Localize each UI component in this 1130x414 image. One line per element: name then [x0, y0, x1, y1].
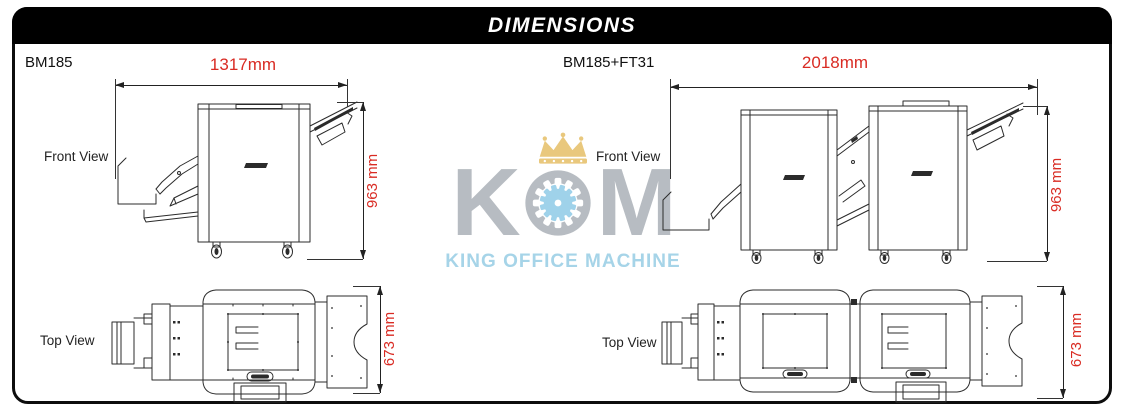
front-view-drawing-bm185-ft31 [662, 100, 1024, 264]
top-view-label-bm185-ft31: Top View [602, 335, 657, 350]
top-view-label-bm185: Top View [40, 333, 95, 348]
page-title: DIMENSIONS [487, 13, 636, 37]
width-dimension-line-bm185 [115, 82, 347, 88]
depth-dimension-line-bm185-ft31 [1060, 286, 1066, 398]
depth-dimension-bm185-ft31: 673 mm [1068, 312, 1085, 368]
extension-line [353, 286, 380, 287]
brand-letter-k: K [451, 148, 520, 256]
extension-line [987, 261, 1047, 262]
crown-icon [539, 132, 587, 164]
extension-line [115, 79, 116, 179]
front-view-drawing-bm185 [117, 101, 358, 259]
extension-line [1037, 79, 1038, 115]
gear-icon [525, 170, 591, 236]
model-label-bm185-ft31: BM185+FT31 [563, 54, 655, 71]
extension-line [353, 393, 380, 394]
extension-line [307, 259, 363, 260]
depth-dimension-bm185: 673 mm [381, 311, 398, 367]
height-dimension-bm185: 963 mm [364, 153, 381, 209]
brand-logo: K [443, 148, 683, 256]
height-dimension-line-bm185-ft31 [1044, 106, 1050, 261]
front-view-label-bm185-ft31: Front View [596, 149, 661, 164]
top-view-drawing-bm185 [111, 289, 368, 403]
brand-tagline: KING OFFICE MACHINE [445, 251, 681, 272]
depth-dimension-line-bm185 [377, 286, 383, 393]
extension-line [1037, 398, 1063, 399]
extension-line [1023, 106, 1047, 107]
header-bar: DIMENSIONS [12, 7, 1112, 44]
top-view-drawing-bm185-ft31 [661, 289, 1023, 403]
height-dimension-bm185-ft31: 963 mm [1048, 157, 1065, 213]
extension-line [670, 79, 671, 179]
extension-line [347, 79, 348, 107]
width-dimension-line-bm185-ft31 [670, 84, 1037, 90]
extension-line [1037, 286, 1063, 287]
extension-line [337, 102, 363, 103]
dimensions-card: DIMENSIONS K [12, 7, 1112, 404]
width-dimension-bm185-ft31: 2018mm [801, 53, 869, 72]
front-view-label-bm185: Front View [44, 149, 109, 164]
height-dimension-line-bm185 [360, 102, 366, 259]
model-label-bm185: BM185 [25, 54, 73, 71]
width-dimension-bm185: 1317mm [209, 55, 277, 74]
